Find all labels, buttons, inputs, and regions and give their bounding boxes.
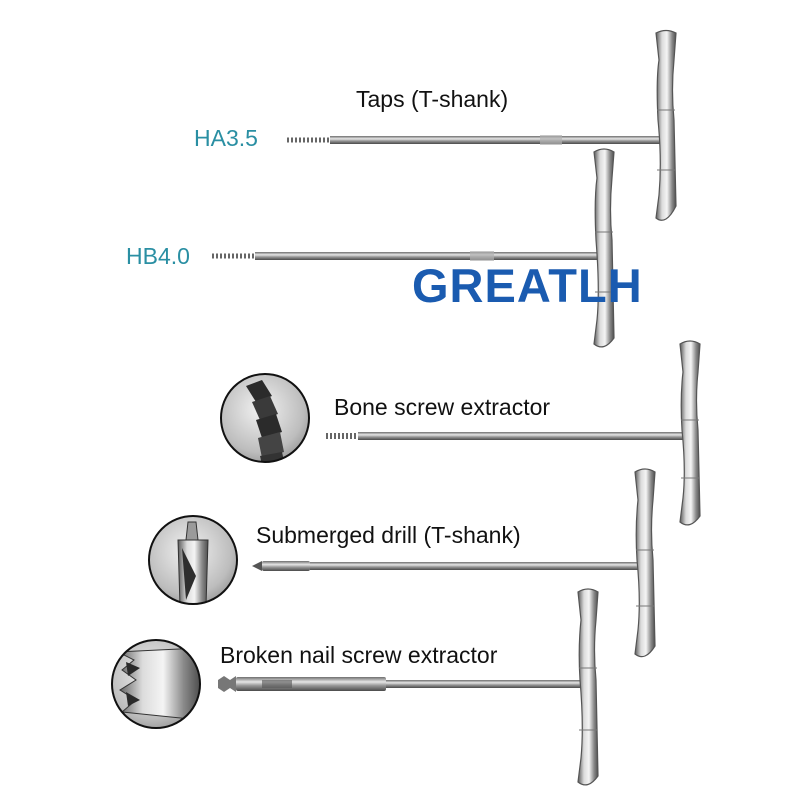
submerged-drill-zoom bbox=[148, 515, 238, 605]
submerged-drill-label: Submerged drill (T-shank) bbox=[256, 522, 521, 548]
broken-nail-screw-extractor-instrument bbox=[218, 588, 599, 786]
submerged-drill-instrument bbox=[252, 468, 656, 658]
bone-screw-extractor-zoom bbox=[220, 373, 310, 463]
size-label-hb40: HB4.0 bbox=[126, 243, 190, 269]
brand-logo: GREATLH bbox=[412, 259, 643, 312]
broken-nail-screw-extractor-zoom bbox=[111, 639, 201, 729]
taps-t-shank-label: Taps (T-shank) bbox=[356, 86, 509, 112]
bone-screw-extractor-label: Bone screw extractor bbox=[334, 394, 551, 420]
tap-ha35-instrument bbox=[287, 29, 677, 221]
broken-nail-screw-extractor-label: Broken nail screw extractor bbox=[220, 642, 498, 668]
tap-hb40-instrument bbox=[212, 148, 615, 348]
size-label-ha35: HA3.5 bbox=[194, 125, 258, 151]
bone-screw-extractor-instrument bbox=[326, 340, 701, 526]
